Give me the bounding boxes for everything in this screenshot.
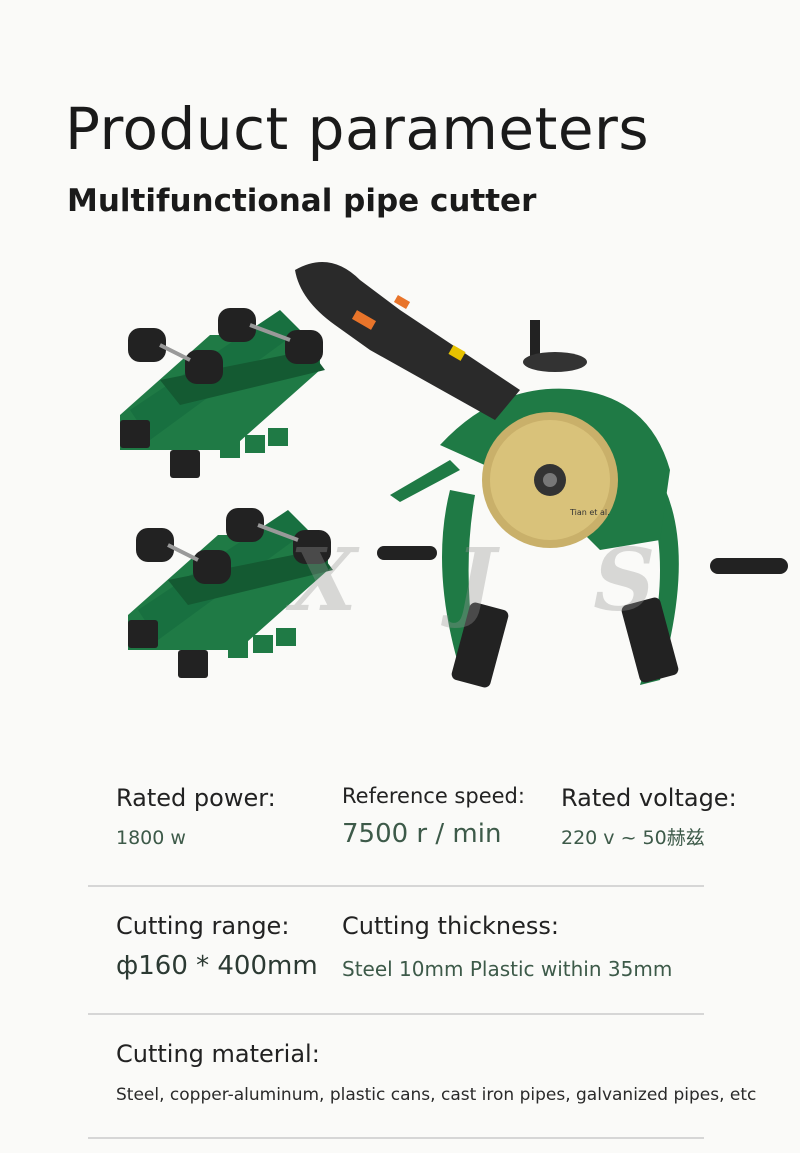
watermark: X J S (290, 530, 690, 631)
page-title: Product parameters (65, 95, 650, 163)
rated-voltage: Rated voltage: 220 v ~ 50赫兹 (561, 784, 737, 850)
pipe-cutter: Tian et al. (295, 262, 788, 688)
page-subtitle: Multifunctional pipe cutter (67, 183, 537, 219)
divider-1 (88, 885, 704, 887)
cutting-material-value: Steel, copper-aluminum, plastic cans, ca… (116, 1084, 757, 1105)
blade-label: Tian et al. (569, 508, 610, 517)
cutting-range-value: ф160 * 400mm (116, 950, 318, 981)
cutting-material-label: Cutting material: (116, 1040, 320, 1068)
product-image: Tian et al. (120, 262, 788, 688)
divider-3 (88, 1137, 704, 1139)
rated-power-label: Rated power: (116, 784, 276, 812)
rated-voltage-value: 220 v ~ 50赫兹 (561, 826, 705, 849)
reference-speed-label: Reference speed: (342, 784, 525, 808)
cutting-material: Cutting material: Steel, copper-aluminum… (116, 1040, 756, 1105)
divider-2 (88, 1013, 704, 1015)
cutting-range-label: Cutting range: (116, 912, 290, 940)
cutting-thickness: Cutting thickness: Steel 10mm Plastic wi… (342, 912, 672, 981)
cutting-range: Cutting range: ф160 * 400mm (116, 912, 318, 982)
reference-speed: Reference speed: 7500 r / min (342, 784, 525, 850)
cutting-thickness-value: Steel 10mm Plastic within 35mm (342, 956, 673, 981)
roller-frame-top (120, 308, 325, 478)
reference-speed-value: 7500 r / min (342, 819, 502, 850)
roller-frame-bottom (128, 508, 333, 678)
rated-power: Rated power: 1800 w (116, 784, 276, 850)
cutting-thickness-label: Cutting thickness: (342, 912, 559, 940)
rated-voltage-label: Rated voltage: (561, 784, 737, 812)
rated-power-value: 1800 w (116, 826, 186, 849)
